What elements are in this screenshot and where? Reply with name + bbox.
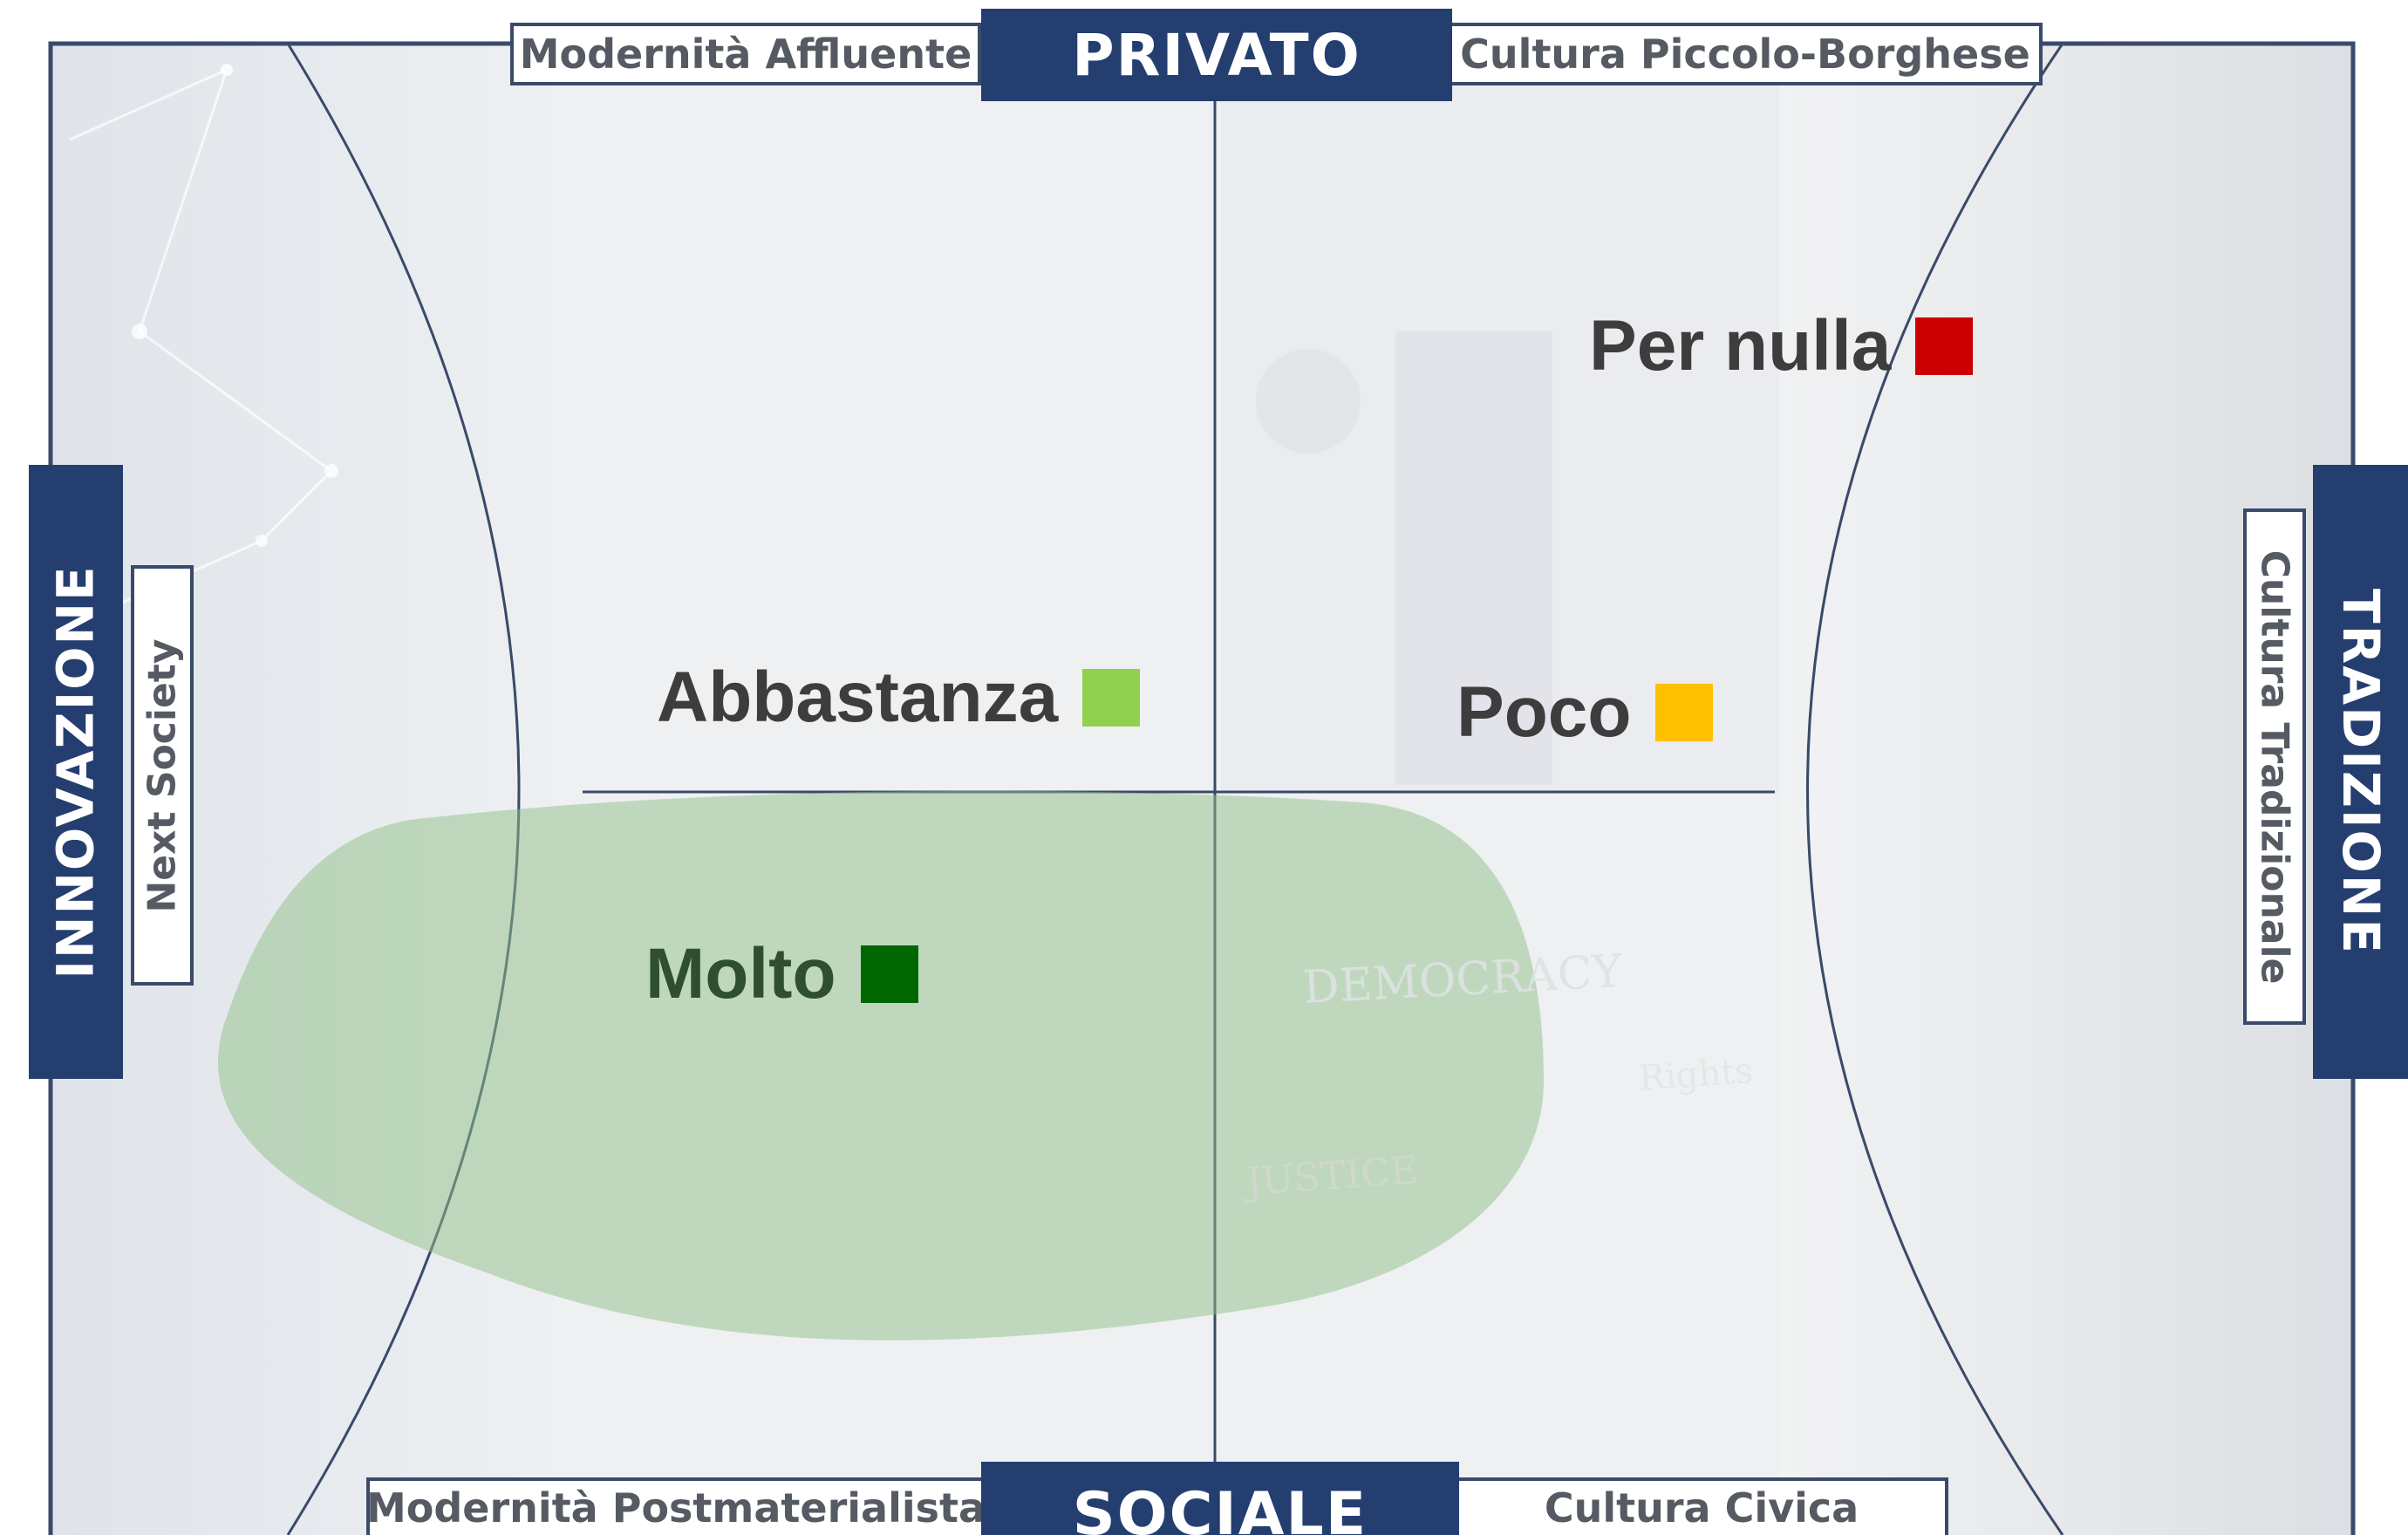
label-cultura-civica-text: Cultura Civica [1544, 1484, 1859, 1532]
network-lines [69, 68, 333, 612]
label-next-society-text: Next Society [140, 638, 185, 913]
axis-label-innovazione-text: INNOVAZIONE [46, 564, 106, 979]
axis-label-tradizione-text: TRADIZIONE [2330, 589, 2391, 955]
marker-per-nulla: Per nulla [1589, 305, 1974, 387]
label-modernita-affluente: Modernità Affluente [510, 23, 981, 85]
marker-abbastanza-swatch [1082, 669, 1141, 727]
background-figure [1395, 331, 1552, 785]
axis-label-privato-text: PRIVATO [1072, 21, 1361, 89]
bg-word-rights: Rights [1637, 1051, 1754, 1099]
axis-label-tradizione: TRADIZIONE [2313, 465, 2408, 1079]
right-curve [1806, 43, 2064, 1535]
marker-per-nulla-swatch [1915, 317, 1974, 375]
label-cultura-piccolo-borghese: Cultura Piccolo-Borghese [1448, 23, 2043, 85]
label-next-society: Next Society [131, 565, 194, 986]
label-cultura-tradizionale-text: Cultura Tradizionale [2252, 549, 2297, 984]
marker-molto: Molto [645, 933, 918, 1015]
left-curve [286, 43, 521, 1535]
marker-poco-swatch [1655, 684, 1714, 741]
marker-molto-swatch [860, 945, 918, 1003]
background-figure-head [1256, 349, 1361, 454]
label-modernita-postmaterialista: Modernità Postmaterialista [366, 1477, 986, 1535]
marker-molto-label: Molto [645, 934, 836, 1013]
marker-poco: Poco [1456, 672, 1714, 754]
axis-label-privato: PRIVATO [981, 9, 1452, 101]
marker-per-nulla-label: Per nulla [1589, 306, 1892, 385]
axis-label-sociale: SOCIALE [981, 1462, 1459, 1535]
molto-region [217, 790, 1545, 1341]
label-modernita-affluente-text: Modernità Affluente [519, 31, 972, 78]
label-cultura-tradizionale: Cultura Tradizionale [2243, 508, 2306, 1025]
background-left-network [51, 44, 574, 1535]
marker-abbastanza: Abbastanza [657, 657, 1141, 739]
axis-label-innovazione: INNOVAZIONE [29, 465, 123, 1079]
marker-poco-label: Poco [1456, 672, 1632, 752]
label-modernita-postmaterialista-text: Modernità Postmaterialista [365, 1484, 986, 1532]
label-cultura-civica: Cultura Civica [1455, 1477, 1948, 1535]
label-cultura-piccolo-borghese-text: Cultura Piccolo-Borghese [1460, 31, 2030, 78]
marker-abbastanza-label: Abbastanza [657, 658, 1059, 737]
axis-label-sociale-text: SOCIALE [1072, 1480, 1368, 1535]
